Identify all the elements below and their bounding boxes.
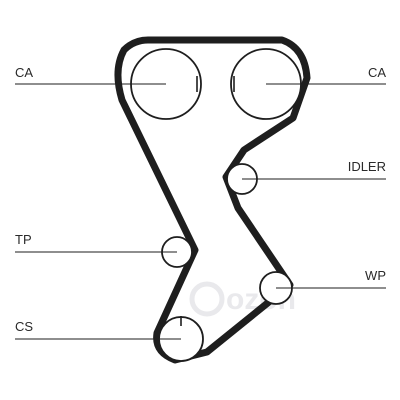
label-tensioner: TP — [15, 232, 32, 247]
timing-belt — [114, 36, 311, 364]
label-water-pump: WP — [365, 268, 386, 283]
watermark-ring-icon — [189, 281, 225, 317]
label-idler: IDLER — [348, 159, 386, 174]
label-cam-right: CA — [368, 65, 386, 80]
label-cam-left: CA — [15, 65, 33, 80]
label-crankshaft: CS — [15, 319, 33, 334]
